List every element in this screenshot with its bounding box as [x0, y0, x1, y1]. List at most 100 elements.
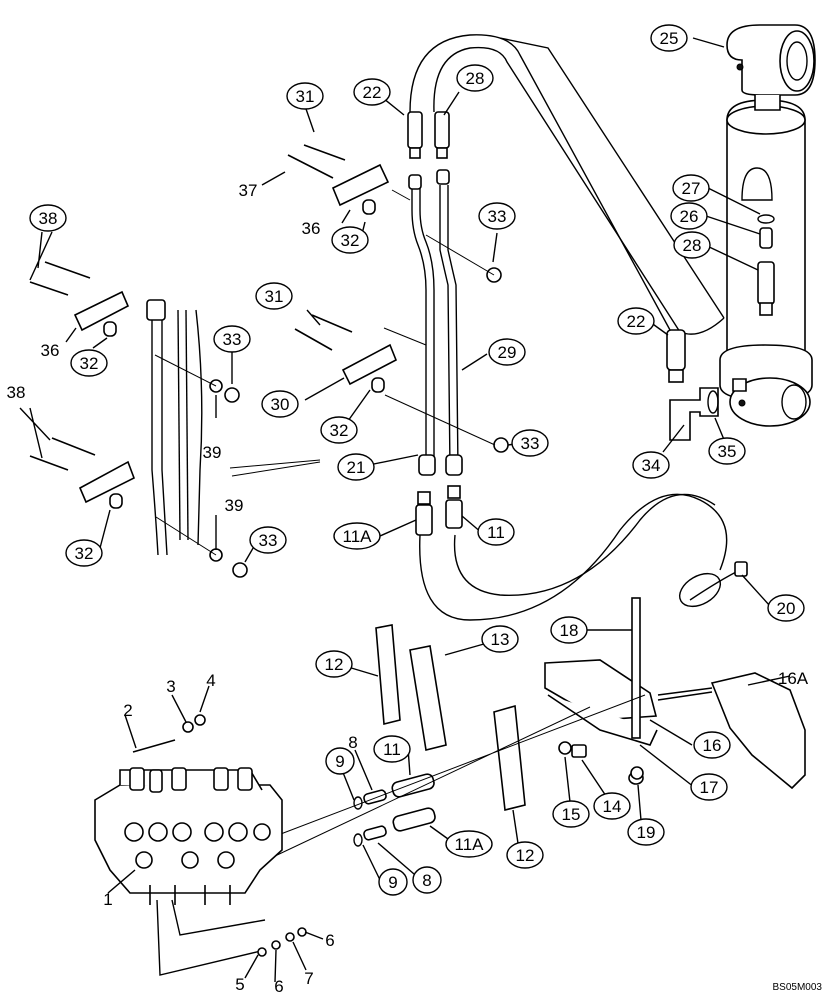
callout-number: 32 [75, 544, 94, 563]
callout-label: 2 [123, 701, 132, 720]
callout-label: 27 [672, 174, 710, 202]
callout-label: 30 [261, 390, 299, 418]
callout-label: 19 [627, 818, 665, 846]
callout-circle [693, 731, 731, 759]
callout-label: 3 [166, 677, 175, 696]
callout-label: 18 [550, 616, 588, 644]
hoses [151, 34, 728, 976]
callout-label: 32 [70, 349, 108, 377]
callout-label: 13 [481, 625, 519, 653]
callout-label: 38 [29, 204, 67, 232]
callout-number: 35 [718, 442, 737, 461]
callout-label: 14 [593, 792, 631, 820]
callout-label: 35 [708, 437, 746, 465]
callout-label: 32 [331, 226, 369, 254]
callout-label: 21 [337, 453, 375, 481]
callout-number: 18 [560, 621, 579, 640]
callout-number: 38 [7, 383, 26, 402]
callout-number: 6 [325, 931, 334, 950]
callout-number: 11A [455, 835, 485, 854]
callout-circle [325, 747, 355, 775]
callout-label: 33 [511, 429, 549, 457]
callout-number: 2 [123, 701, 132, 720]
callout-label: 16A [778, 669, 809, 688]
callout-number: 15 [562, 805, 581, 824]
callout-label: 8 [412, 866, 442, 894]
callout-number: 7 [304, 969, 313, 988]
callout-label: 39 [225, 496, 244, 515]
callout-number: 34 [642, 456, 661, 475]
callout-circle [353, 78, 391, 106]
callout-label: 8 [348, 733, 357, 752]
callout-label: 28 [456, 64, 494, 92]
callout-number: 16 [703, 736, 722, 755]
callout-circle [65, 539, 103, 567]
callout-number: 36 [302, 219, 321, 238]
callout-number: 16A [778, 669, 809, 688]
callout-label: 6 [325, 931, 334, 950]
callout-label: 11 [373, 735, 411, 763]
callout-circle [593, 792, 631, 820]
callout-circle [481, 625, 519, 653]
callout-circle [378, 868, 408, 896]
wire-harness [679, 561, 748, 608]
callout-label: 38 [7, 383, 26, 402]
callout-circle [477, 518, 515, 546]
callout-number: 8 [422, 871, 431, 890]
callout-circle [337, 453, 375, 481]
callout-number: 4 [206, 671, 215, 690]
callout-circle [70, 349, 108, 377]
callout-number: 33 [259, 531, 278, 550]
callout-number: 26 [680, 207, 699, 226]
callout-number: 39 [203, 443, 222, 462]
callout-circle [708, 437, 746, 465]
callout-label: 33 [249, 526, 287, 554]
callout-number: 31 [296, 87, 315, 106]
callout-number: 17 [700, 778, 719, 797]
callout-label: 33 [478, 202, 516, 230]
callout-circle [672, 174, 710, 202]
callout-circle [670, 202, 708, 230]
callout-circle [331, 226, 369, 254]
callout-label: 12 [506, 841, 544, 869]
callout-label: 37 [239, 181, 258, 200]
callout-circle [690, 773, 728, 801]
callout-number: 12 [516, 846, 535, 865]
callout-label: 9 [325, 747, 355, 775]
callout-circle [286, 82, 324, 110]
callout-number: 11 [383, 740, 401, 759]
callout-circle [617, 307, 655, 335]
callout-number: 38 [39, 209, 58, 228]
callout-number: 27 [682, 179, 701, 198]
callout-number: 6 [274, 977, 283, 996]
callout-label: 1 [103, 890, 112, 909]
callout-number: 22 [363, 83, 382, 102]
clamps [29, 144, 509, 578]
callout-label: 11 [477, 518, 515, 546]
callout-label: 32 [320, 416, 358, 444]
callout-circle [456, 64, 494, 92]
callout-label: 32 [65, 539, 103, 567]
callout-number: 9 [388, 873, 397, 892]
callout-circle [552, 800, 590, 828]
callout-number: 19 [637, 823, 656, 842]
fittings [146, 111, 775, 536]
callout-label: 9 [378, 868, 408, 896]
callout-label: 29 [488, 338, 526, 366]
callout-number: 9 [335, 752, 344, 771]
callout-number: 8 [348, 733, 357, 752]
callout-number: 25 [660, 29, 679, 48]
callout-label: 16 [693, 731, 731, 759]
callout-number: 13 [491, 630, 510, 649]
callout-label: 28 [673, 231, 711, 259]
callout-circle [333, 522, 381, 550]
callout-circle [320, 416, 358, 444]
callout-label: 39 [203, 443, 222, 462]
callout-number: 1 [103, 890, 112, 909]
callout-label: 11A [445, 830, 493, 858]
callout-number: 37 [239, 181, 258, 200]
callout-label: 12 [315, 650, 353, 678]
callout-label: 17 [690, 773, 728, 801]
callout-circle [29, 204, 67, 232]
